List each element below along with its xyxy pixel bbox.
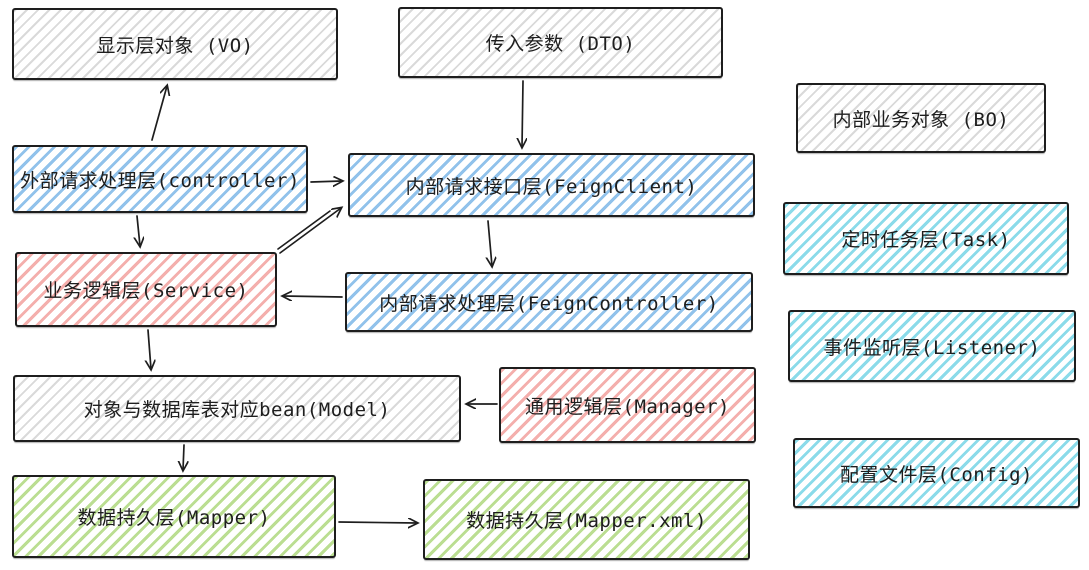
arrow-service-to-feignclient-sketch — [277, 210, 331, 250]
node-mapperxml-label: 数据持久层(Mapper.xml) — [466, 510, 707, 532]
node-vo: 显示层对象 (VO) — [12, 8, 338, 80]
arrow-dto-to-feignclient — [522, 80, 523, 147]
node-manager-label: 通用逻辑层(Manager) — [525, 395, 730, 418]
arrow-service-to-model — [148, 329, 151, 369]
node-service-label: 业务逻辑层(Service) — [43, 280, 249, 302]
arrow-feigncontroller-to-service — [283, 296, 343, 297]
node-mapper-label: 数据持久层(Mapper) — [77, 507, 271, 529]
node-bo-label: 内部业务对象 (BO) — [832, 108, 1010, 131]
arrow-service-to-feignclient — [279, 208, 341, 254]
arrow-mapper-to-mapperxml — [338, 522, 417, 523]
arrow-model-to-mapper — [183, 444, 184, 470]
node-controller: 外部请求处理层(controller) — [12, 145, 308, 213]
node-service: 业务逻辑层(Service) — [15, 252, 277, 327]
arrow-controller-to-service — [137, 215, 140, 246]
arrow-feignclient-to-feigncontroller — [488, 220, 492, 266]
node-config-label: 配置文件层(Config) — [839, 463, 1033, 486]
arrow-controller-to-feignclient — [310, 181, 342, 182]
node-bo: 内部业务对象 (BO) — [796, 83, 1046, 153]
node-listener-label: 事件监听层(Listener) — [823, 336, 1041, 359]
node-feigncontroller: 内部请求处理层(FeignController) — [345, 272, 753, 332]
node-feignclient: 内部请求接口层(FeignClient) — [348, 153, 755, 217]
node-vo-label: 显示层对象 (VO) — [96, 34, 254, 57]
node-model-label: 对象与数据库表对应bean(Model) — [83, 399, 391, 421]
node-dto: 传入参数 (DTO) — [398, 7, 723, 78]
node-feigncontroller-label: 内部请求处理层(FeignController) — [379, 292, 719, 315]
node-model: 对象与数据库表对应bean(Model) — [13, 375, 461, 442]
node-task: 定时任务层(Task) — [783, 202, 1069, 275]
node-dto-label: 传入参数 (DTO) — [485, 33, 636, 55]
arrow-controller-to-vo — [151, 86, 167, 141]
node-feignclient-label: 内部请求接口层(FeignClient) — [405, 175, 698, 198]
node-controller-label: 外部请求处理层(controller) — [20, 169, 300, 192]
node-config: 配置文件层(Config) — [793, 438, 1080, 508]
node-mapper: 数据持久层(Mapper) — [12, 475, 336, 558]
node-manager: 通用逻辑层(Manager) — [499, 367, 756, 443]
node-mapperxml: 数据持久层(Mapper.xml) — [423, 479, 750, 560]
node-listener: 事件监听层(Listener) — [788, 310, 1076, 382]
node-task-label: 定时任务层(Task) — [841, 229, 1011, 251]
